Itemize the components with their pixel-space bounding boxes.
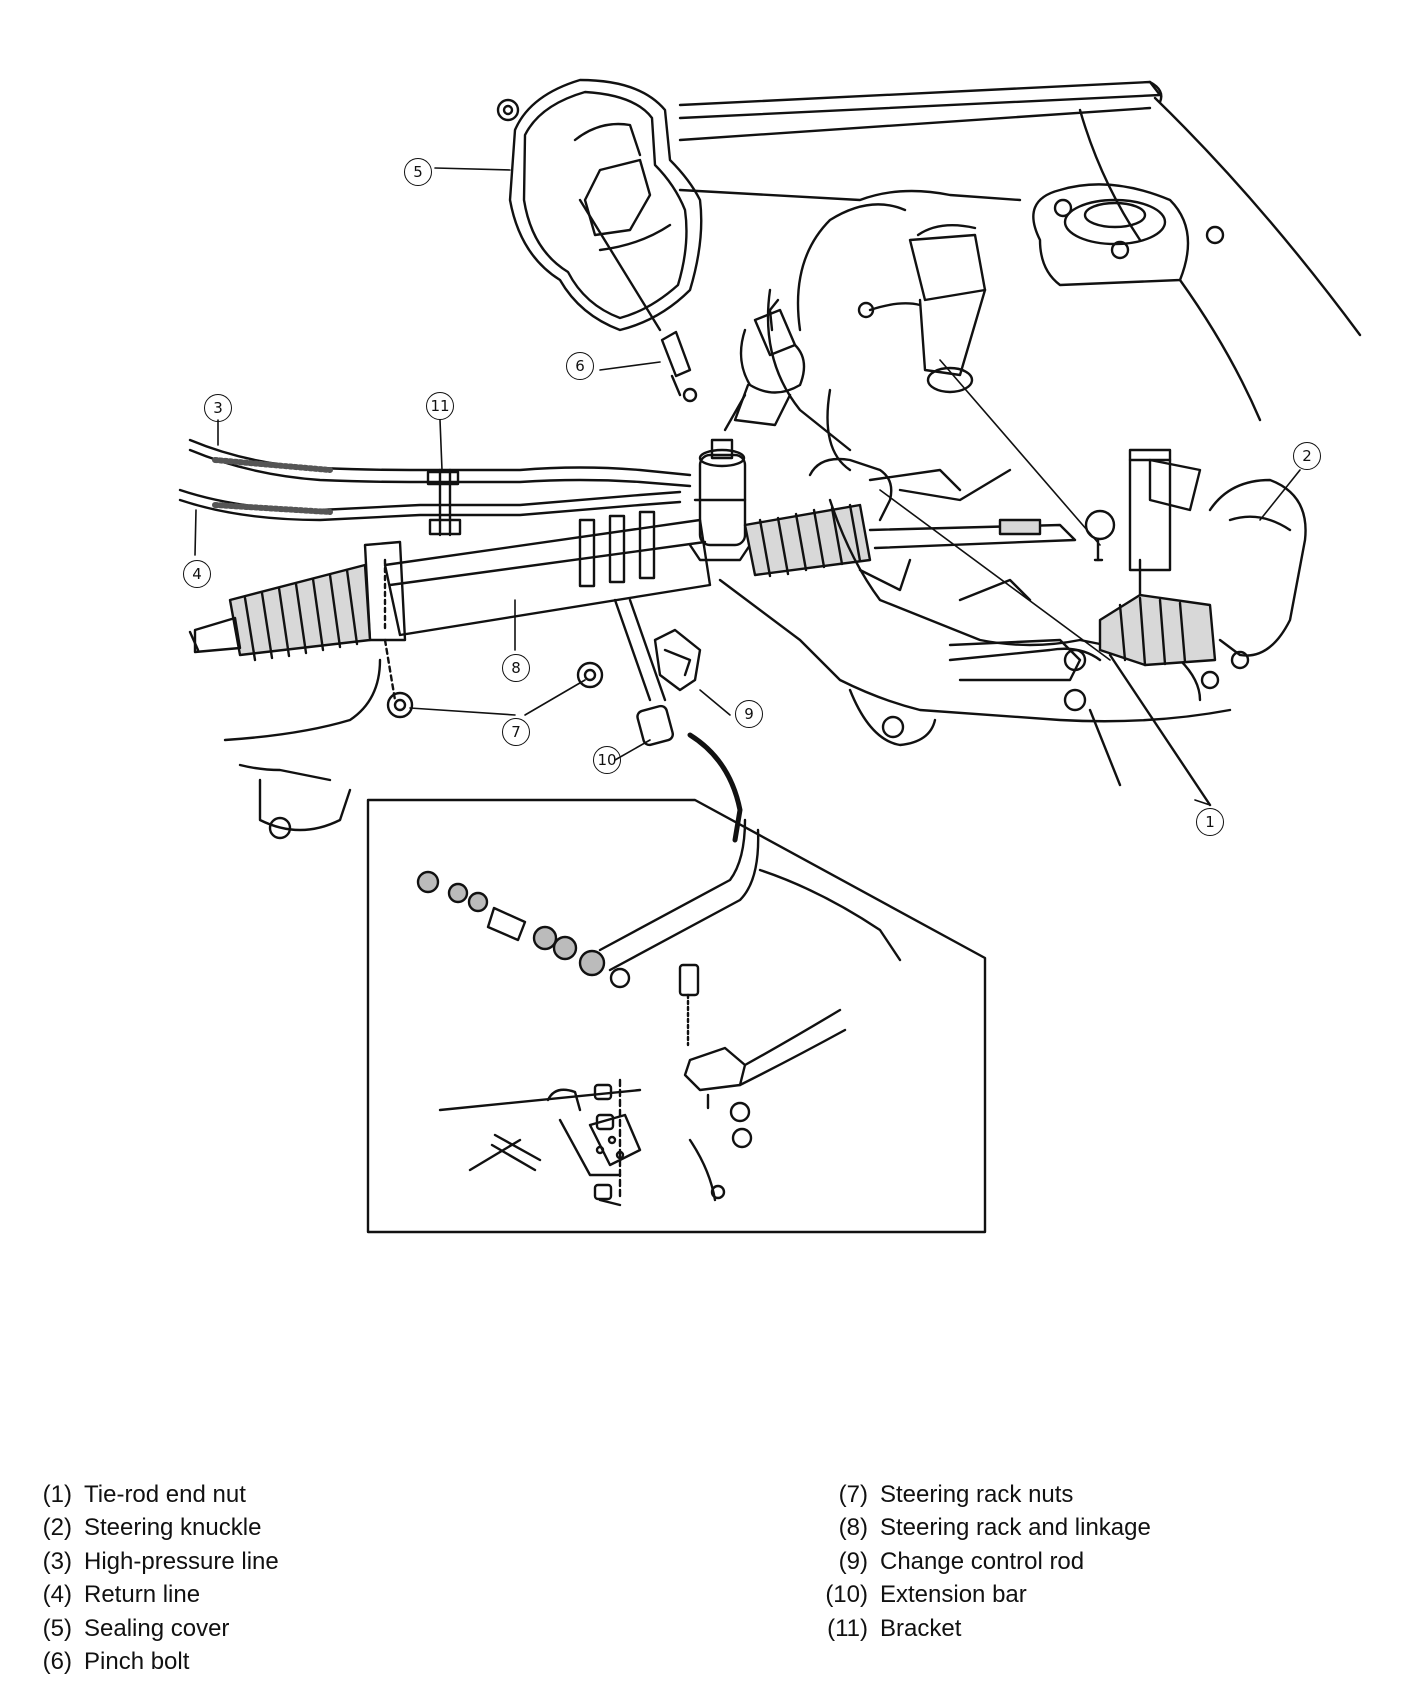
callout-5: 5 xyxy=(404,158,432,186)
legend-label: High-pressure line xyxy=(84,1547,279,1575)
legend-column-left: (1) Tie-rod end nut (2) Steering knuckle (… xyxy=(36,1478,279,1678)
legend-number: (7) xyxy=(838,1481,868,1508)
callout-5-label: 5 xyxy=(413,163,423,181)
bushing-stack xyxy=(416,870,631,989)
firewall-body xyxy=(766,203,907,472)
callout-2: 2 xyxy=(1293,442,1321,470)
callout-11: 11 xyxy=(426,392,454,420)
callout-3-label: 3 xyxy=(213,399,223,417)
legend-number: (10) xyxy=(825,1581,868,1609)
legend-label: Steering rack nuts xyxy=(880,1481,1074,1508)
parts-legend: (1) Tie-rod end nut (2) Steering knuckle (… xyxy=(0,1478,1424,1694)
callout-11-label: 11 xyxy=(430,397,450,415)
callout-1: 1 xyxy=(1196,808,1224,836)
legend-item: (4) Return line xyxy=(36,1578,279,1611)
legend-number: (11) xyxy=(827,1614,868,1642)
pinch-bolt xyxy=(660,330,698,403)
legend-item: (5) Sealing cover xyxy=(36,1612,279,1645)
steering-rack-exploded-diagram xyxy=(178,78,1362,1234)
sealing-cover xyxy=(496,78,703,332)
left-bellows xyxy=(188,563,372,662)
steering-rack-body xyxy=(363,510,712,702)
callout-7: 7 xyxy=(502,718,530,746)
legend-number: (2) xyxy=(42,1514,72,1542)
change-control-rod xyxy=(613,598,743,843)
steering-knuckle xyxy=(1128,448,1307,690)
legend-label: Return line xyxy=(84,1581,201,1609)
legend-label: Bracket xyxy=(880,1614,962,1642)
inset-lower-bracket xyxy=(438,1078,726,1207)
rack-nuts xyxy=(386,661,604,719)
hydraulic-lines xyxy=(178,438,692,537)
cv-boot xyxy=(1098,593,1217,667)
lower-control-arm xyxy=(948,638,1212,807)
callout-1-label: 1 xyxy=(1205,813,1215,831)
legend-label: Change control rod xyxy=(880,1547,1085,1575)
legend-label: Pinch bolt xyxy=(84,1647,190,1675)
legend-label: Tie-rod end nut xyxy=(84,1481,246,1508)
legend-number: (9) xyxy=(838,1547,868,1575)
legend-item: (6) Pinch bolt xyxy=(36,1645,279,1678)
master-cylinder xyxy=(857,224,987,394)
firewall-crossmember xyxy=(678,80,1362,337)
legend-item: (1) Tie-rod end nut xyxy=(36,1478,279,1511)
callout-6-label: 6 xyxy=(575,357,585,375)
callout-4: 4 xyxy=(183,560,211,588)
pinion-housing xyxy=(688,438,752,562)
right-bellows xyxy=(743,503,872,578)
legend-number: (1) xyxy=(42,1481,72,1508)
callout-10-label: 10 xyxy=(597,751,617,769)
strut-tower xyxy=(1032,183,1262,422)
legend-label: Sealing cover xyxy=(84,1614,230,1642)
leader-lines xyxy=(194,167,1301,806)
callout-3: 3 xyxy=(204,394,232,422)
legend-item: (2) Steering knuckle xyxy=(36,1511,279,1544)
callout-4-label: 4 xyxy=(192,565,202,583)
legend-number: (4) xyxy=(42,1581,72,1609)
callout-7-label: 7 xyxy=(511,723,521,741)
subframe xyxy=(718,457,1232,747)
callout-2-label: 2 xyxy=(1302,447,1312,465)
inset-detail-view xyxy=(366,798,987,1234)
callout-9-label: 9 xyxy=(744,705,754,723)
callout-8-label: 8 xyxy=(511,659,521,677)
left-subframe xyxy=(223,658,382,840)
legend-column-right: (7) Steering rack nuts (8) Steering rack a… xyxy=(810,1478,1151,1645)
legend-item: (9) Change control rod xyxy=(810,1545,1151,1578)
legend-number: (8) xyxy=(838,1514,868,1542)
legend-number: (5) xyxy=(42,1614,72,1642)
callout-10: 10 xyxy=(593,746,621,774)
legend-item: (3) High-pressure line xyxy=(36,1545,279,1578)
legend-label: Steering knuckle xyxy=(84,1514,262,1542)
legend-label: Steering rack and linkage xyxy=(880,1514,1151,1542)
callout-8: 8 xyxy=(502,654,530,682)
legend-item: (10) Extension bar xyxy=(810,1578,1151,1611)
tie-rod xyxy=(868,509,1116,562)
legend-item: (8) Steering rack and linkage xyxy=(810,1511,1151,1544)
legend-number: (3) xyxy=(42,1547,72,1575)
legend-item: (7) Steering rack nuts xyxy=(810,1478,1151,1511)
callout-6: 6 xyxy=(566,352,594,380)
legend-item: (11) Bracket xyxy=(810,1612,1151,1645)
callout-9: 9 xyxy=(735,700,763,728)
legend-number: (6) xyxy=(42,1647,72,1675)
legend-label: Extension bar xyxy=(880,1581,1027,1609)
universal-joint xyxy=(723,298,806,432)
inset-bracket xyxy=(678,963,847,1149)
